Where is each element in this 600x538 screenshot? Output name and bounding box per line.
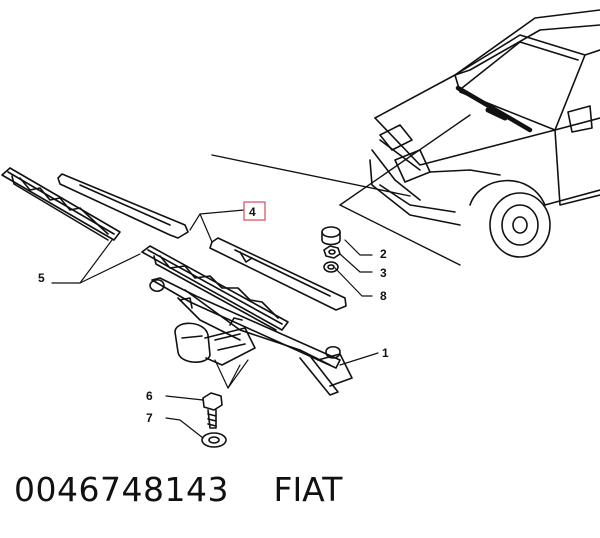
callout-5: 5 <box>38 271 45 285</box>
wiper-motor <box>174 317 256 366</box>
cap-item-2 <box>321 226 341 246</box>
callout-6: 6 <box>146 389 153 403</box>
nut-item-3 <box>323 245 341 259</box>
wiper-blade-right <box>141 245 289 331</box>
brand-name: FIAT <box>273 470 343 509</box>
wiper-linkage <box>149 277 353 396</box>
part-caption: 0046748143 FIAT <box>14 470 342 520</box>
callout-3: 3 <box>380 266 387 280</box>
callout-1: 1 <box>382 346 389 360</box>
wiper-arm-left <box>57 173 189 239</box>
callout-2: 2 <box>380 247 387 261</box>
wiper-arm-right <box>209 237 347 311</box>
callout-4: 4 <box>249 205 256 219</box>
part-number: 0046748143 <box>14 470 229 509</box>
bolt-item-6 <box>202 392 223 429</box>
callout-7: 7 <box>146 411 153 425</box>
exploded-parts-diagram: 1 2 3 4 5 6 7 8 <box>1 9 600 448</box>
callout-4-highlight <box>243 201 266 221</box>
leader-lines <box>51 209 379 439</box>
vehicle-illustration <box>369 9 600 258</box>
wiper-blade-left <box>1 167 121 241</box>
washer-item-8 <box>323 261 339 273</box>
washer-item-7 <box>201 432 227 448</box>
pointer-lines <box>211 114 471 266</box>
callout-8: 8 <box>380 289 387 303</box>
